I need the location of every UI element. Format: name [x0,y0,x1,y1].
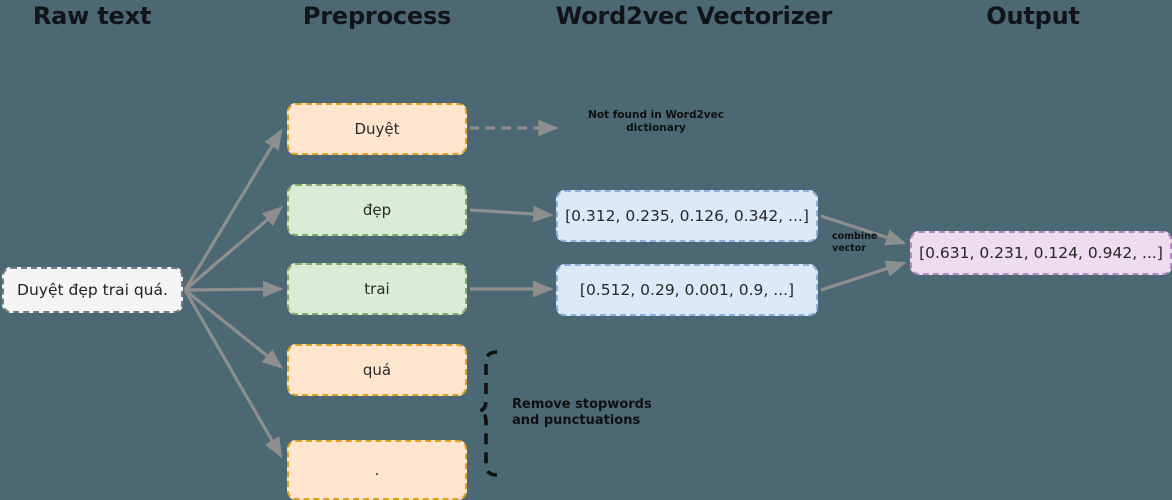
header-word2vec-vectorizer: Word2vec Vectorizer [555,2,833,30]
edge-raw-to-dot [183,289,283,459]
annotation-remove-stopwords: Remove stopwords and punctuations [512,397,652,429]
header-output: Output [986,2,1080,30]
output-vector-node: [0.631, 0.231, 0.124, 0.942, ...] [910,231,1172,275]
edge-raw-to-dep [183,206,283,292]
edge-raw-to-trai [184,280,284,298]
vector-node-dep: [0.312, 0.235, 0.126, 0.342, ...] [556,190,818,242]
token-node-punctuation: . [287,440,467,500]
annotation-not-found: Not found in Word2vec dictionary [588,109,724,135]
annotation-combine-vector: combine vector [832,231,878,254]
vector-node-trai: [0.512, 0.29, 0.001, 0.9, ...] [556,264,818,316]
raw-text-node: Duyệt đẹp trai quá. [2,267,183,313]
token-node-trai: trai [287,263,467,315]
edge-vec2-to-out [820,260,907,292]
token-node-dep: đẹp [287,184,467,236]
removed-group-brace [478,350,498,477]
header-preprocess: Preprocess [302,2,452,30]
edge-dep-to-vec1 [469,205,554,223]
token-node-duyet: Duyệt [287,103,467,155]
header-raw-text: Raw text [32,2,152,30]
token-node-qua: quá [287,344,467,396]
edge-raw-to-qua [183,288,283,369]
edge-raw-to-duyet [183,128,283,291]
